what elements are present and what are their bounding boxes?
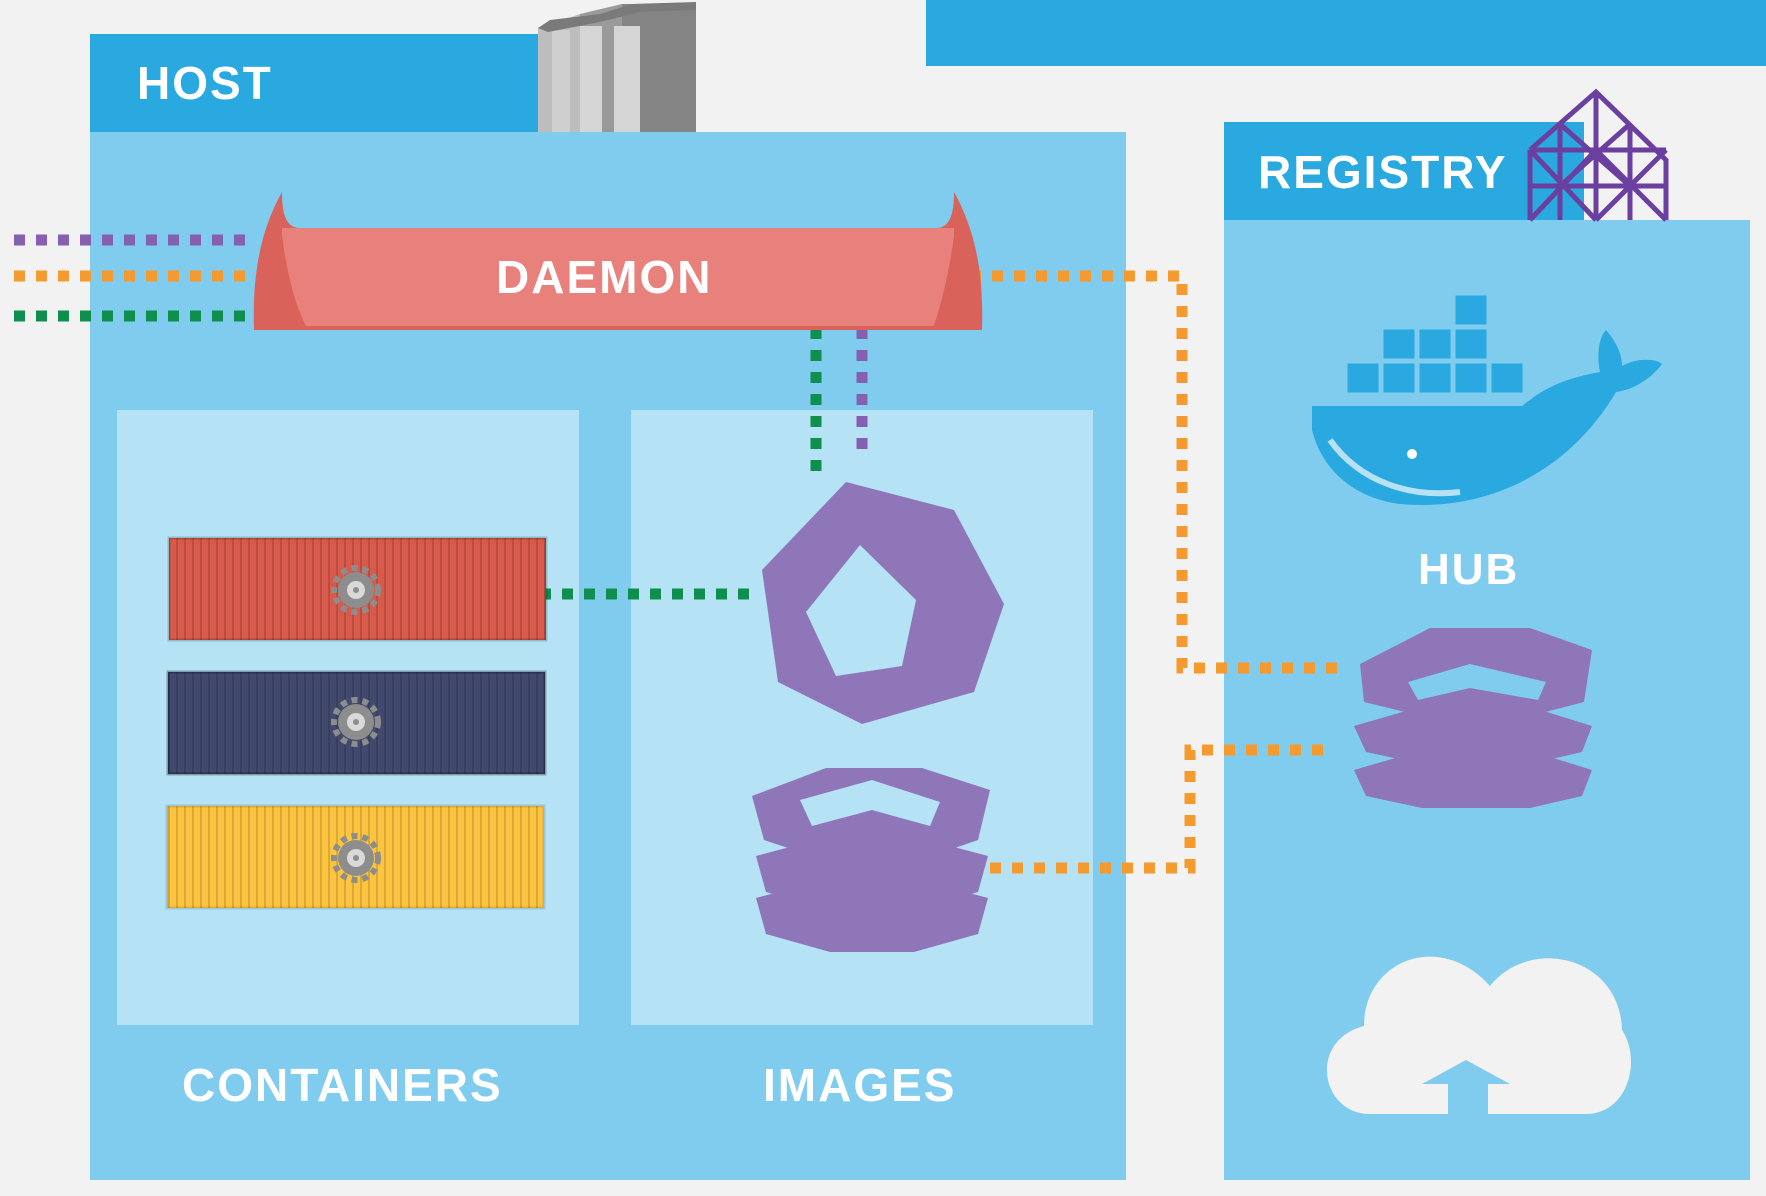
gear-icon xyxy=(331,697,381,747)
gear-icon xyxy=(331,565,381,615)
image-layer-icon xyxy=(752,768,990,952)
containers-label: CONTAINERS xyxy=(182,1059,503,1111)
host-header xyxy=(90,34,540,132)
daemon-shape xyxy=(253,192,983,330)
images-label: IMAGES xyxy=(763,1059,957,1111)
docker-whale-icon xyxy=(1312,292,1662,505)
server-icon xyxy=(538,2,696,132)
orange-line-registry xyxy=(970,270,1340,674)
client-bar xyxy=(926,0,1766,66)
cloud-upload-icon xyxy=(1326,956,1631,1114)
scaffold-icon xyxy=(1527,88,1669,222)
hub-image-layer-icon xyxy=(1354,628,1592,808)
host-label: HOST xyxy=(137,57,273,109)
gear-icon xyxy=(331,833,381,883)
daemon-label: DAEMON xyxy=(496,251,713,303)
registry-label: REGISTRY xyxy=(1258,146,1508,198)
hub-label: HUB xyxy=(1418,545,1520,594)
registry-header xyxy=(1224,122,1584,220)
image-icon xyxy=(762,482,1004,724)
